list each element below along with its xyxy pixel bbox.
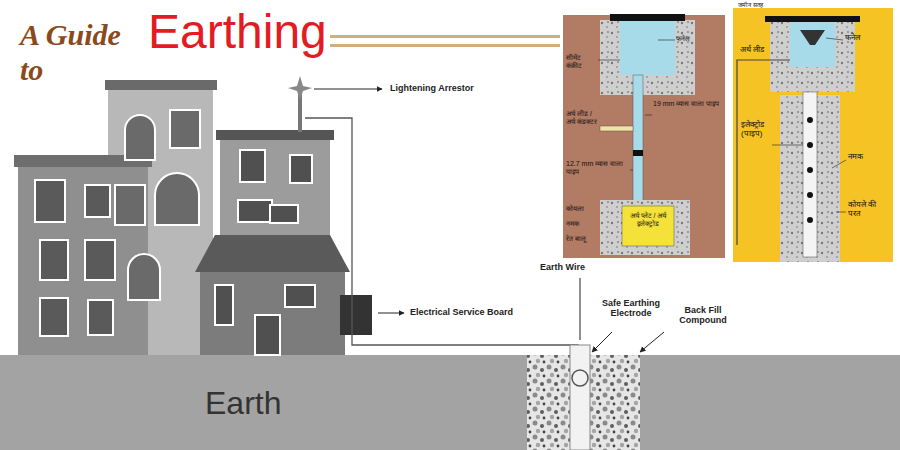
inset-label: अर्थ प्लेट / अर्थ इलेक्ट्रोड	[624, 212, 672, 228]
callout-label: Safe Earthing Electrode	[596, 298, 666, 319]
earth-wire	[305, 118, 578, 362]
inset-label: रेत बालू	[566, 235, 599, 243]
inset-label: नमक	[566, 220, 599, 228]
inset-label: फनेल	[845, 33, 889, 42]
inset-label: अर्थ लीड / अर्थ कंडक्टर	[566, 110, 600, 126]
inset-label: नमक	[848, 152, 888, 161]
title-text: A Guide to	[20, 18, 150, 87]
pipe-earthing-inset	[733, 8, 893, 262]
inset-label: इलेक्ट्रोड (पाइप)	[741, 120, 777, 138]
ground-label: Earth	[205, 385, 325, 422]
callout-label: Earth Wire	[540, 262, 620, 272]
inset-label: 19 mm व्यास वाला पाइप	[653, 100, 721, 108]
title-rule	[330, 35, 560, 38]
plate-earthing-inset	[563, 14, 725, 258]
title-rule	[330, 44, 560, 47]
callout-label: Lightening Arrestor	[390, 83, 540, 93]
inset-label: कोयला	[566, 205, 599, 213]
earthing-pit	[527, 345, 640, 450]
callout-label: Electrical Service Board	[410, 307, 570, 317]
inset-label: कोयले की परत	[848, 200, 890, 218]
inset-label: 12.7 mm व्यास वाला पाइप	[566, 160, 628, 176]
title-text: Earthing	[148, 4, 328, 59]
ground-band	[0, 355, 900, 450]
inset-label: जमीन सतह	[738, 2, 798, 9]
inset-label: अर्थ लीड	[740, 45, 786, 54]
inset-label: सीमेंट कंक्रीट	[566, 54, 598, 70]
callout-label: Back Fill Compound	[668, 305, 738, 326]
inset-label: फनेल	[676, 35, 716, 43]
